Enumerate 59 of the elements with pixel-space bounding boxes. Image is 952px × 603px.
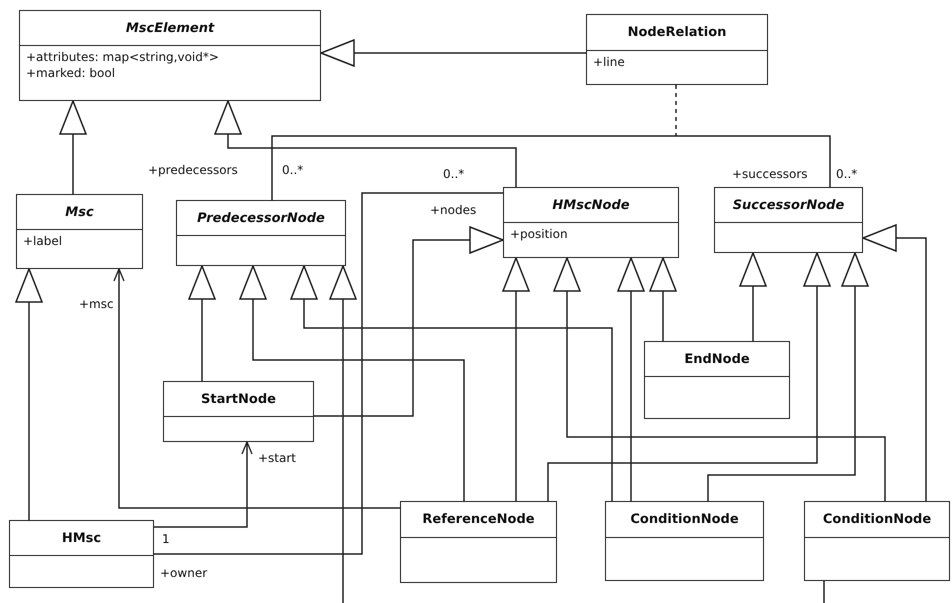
generalization-arrow xyxy=(15,268,43,520)
role-label: +nodes xyxy=(430,203,476,217)
generalization-arrow xyxy=(59,100,87,194)
class-name: MscElement xyxy=(126,20,214,36)
generalization-arrow xyxy=(553,257,886,501)
generalization-arrow xyxy=(707,252,869,501)
generalization-arrow xyxy=(314,226,504,417)
dashed-line xyxy=(675,85,677,136)
generalization-arrow xyxy=(329,265,357,603)
generalization-arrow xyxy=(188,265,216,381)
generalization-arrow xyxy=(320,39,586,67)
attribute-text: +position xyxy=(510,227,568,241)
class-name: SuccessorNode xyxy=(732,198,844,212)
class-name: HMscNode xyxy=(552,198,630,212)
class-name: PredecessorNode xyxy=(197,210,325,226)
generalization-arrow xyxy=(502,257,530,501)
multiplicity-label: 1 xyxy=(162,532,170,546)
multiplicity-label: 0..* xyxy=(836,167,858,181)
class-box xyxy=(605,501,764,581)
class-box xyxy=(176,200,346,266)
generalization-arrow xyxy=(239,265,465,501)
association-line xyxy=(154,192,503,555)
class-box xyxy=(503,187,679,258)
generalization-arrow xyxy=(739,252,767,341)
generalization-arrow xyxy=(214,100,517,187)
attribute-text: +attributes: map<string,void*> xyxy=(26,50,219,64)
class-box xyxy=(804,501,950,581)
multiplicity-label: 0..* xyxy=(443,167,464,181)
class-box xyxy=(586,14,768,85)
class-box xyxy=(400,501,557,583)
navigable-association-arrow xyxy=(113,268,400,509)
generalization-arrow xyxy=(547,252,831,501)
class-box xyxy=(644,341,790,419)
class-name: NodeRelation xyxy=(628,25,726,40)
navigable-association-arrow xyxy=(154,441,253,528)
class-box xyxy=(19,10,321,101)
role-label: +start xyxy=(258,451,296,465)
association-line xyxy=(271,135,831,200)
class-name: Msc xyxy=(65,204,94,220)
class-name: ConditionNode xyxy=(822,512,932,527)
class-name: StartNode xyxy=(201,392,276,406)
class-box xyxy=(163,381,314,442)
multiplicity-label: 0..* xyxy=(282,163,304,177)
class-box xyxy=(16,194,143,269)
attribute-text: +label xyxy=(23,234,62,248)
class-name: EndNode xyxy=(684,352,750,366)
generalization-arrow xyxy=(290,265,613,501)
generalization-arrow xyxy=(617,257,645,501)
generalization-arrow xyxy=(649,257,677,341)
attribute-text: +marked: bool xyxy=(26,66,116,80)
role-label: +predecessors xyxy=(148,163,238,177)
generalization-arrow xyxy=(862,224,927,501)
association-line xyxy=(823,581,825,603)
class-name: HMsc xyxy=(62,530,102,546)
attribute-text: +line xyxy=(593,55,625,69)
class-name: ReferenceNode xyxy=(422,512,535,527)
class-box xyxy=(714,187,863,253)
class-name: ConditionNode xyxy=(630,512,739,527)
class-box xyxy=(9,520,154,588)
